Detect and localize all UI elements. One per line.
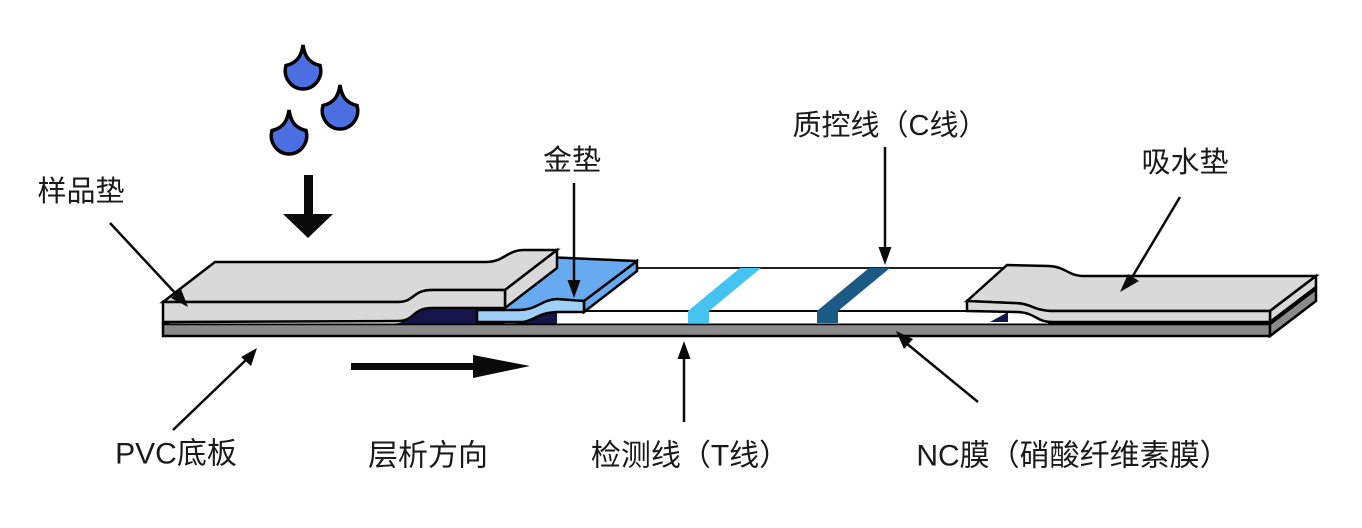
pvc-leader <box>172 357 249 431</box>
test-line-top <box>688 268 761 311</box>
test-line-front <box>688 311 709 323</box>
droplet-icon <box>283 44 323 91</box>
droplet-icon <box>269 109 309 156</box>
pvc-base-front <box>161 322 1272 338</box>
test-line-arrowhead <box>677 341 691 359</box>
flow-direction-arrow <box>351 355 530 378</box>
nc-membrane-leader <box>905 342 979 403</box>
pvc-arrowhead <box>241 348 257 366</box>
gold-pad-arrowhead <box>567 280 581 298</box>
sample-droplets <box>269 44 360 156</box>
drop-direction-arrow <box>283 175 333 238</box>
sample-pad-label: 样品垫 <box>37 175 124 208</box>
gold-pad-label: 金垫 <box>543 144 601 177</box>
sample-pad-front <box>161 288 507 324</box>
control-line <box>817 268 890 323</box>
leader-lines <box>109 147 1182 431</box>
test-line-label: 检测线（T线） <box>591 440 789 473</box>
control-line-label: 质控线（C线） <box>793 109 988 142</box>
control-line-front <box>817 311 838 323</box>
absorbent-pad <box>963 263 1320 325</box>
sample-pad-leader <box>109 222 178 296</box>
nc-membrane-arrowhead <box>896 331 913 349</box>
sample-pad-arrowhead <box>171 289 188 307</box>
control-line-arrowhead <box>878 247 892 265</box>
absorbent-pad-label: 吸水垫 <box>1141 146 1228 179</box>
absorbent-pad-arrowhead <box>1120 274 1139 292</box>
droplet-icon <box>320 84 360 131</box>
absorbent-pad-leader <box>1129 196 1182 280</box>
control-line-top <box>817 268 890 311</box>
absorbent-pad-front <box>965 299 1272 324</box>
gold-pad-front <box>475 297 586 324</box>
sample-pad <box>159 247 561 324</box>
pvc-label: PVC底板 <box>115 438 237 471</box>
test-line <box>688 268 761 323</box>
pvc-base-right-face <box>1268 286 1318 339</box>
nc-membrane-label: NC膜（硝酸纤维素膜） <box>916 440 1229 473</box>
flow-direction-label: 层析方向 <box>368 440 488 473</box>
pvc-base <box>161 283 1318 339</box>
shadow-under-absorbent-pad <box>990 312 1008 322</box>
